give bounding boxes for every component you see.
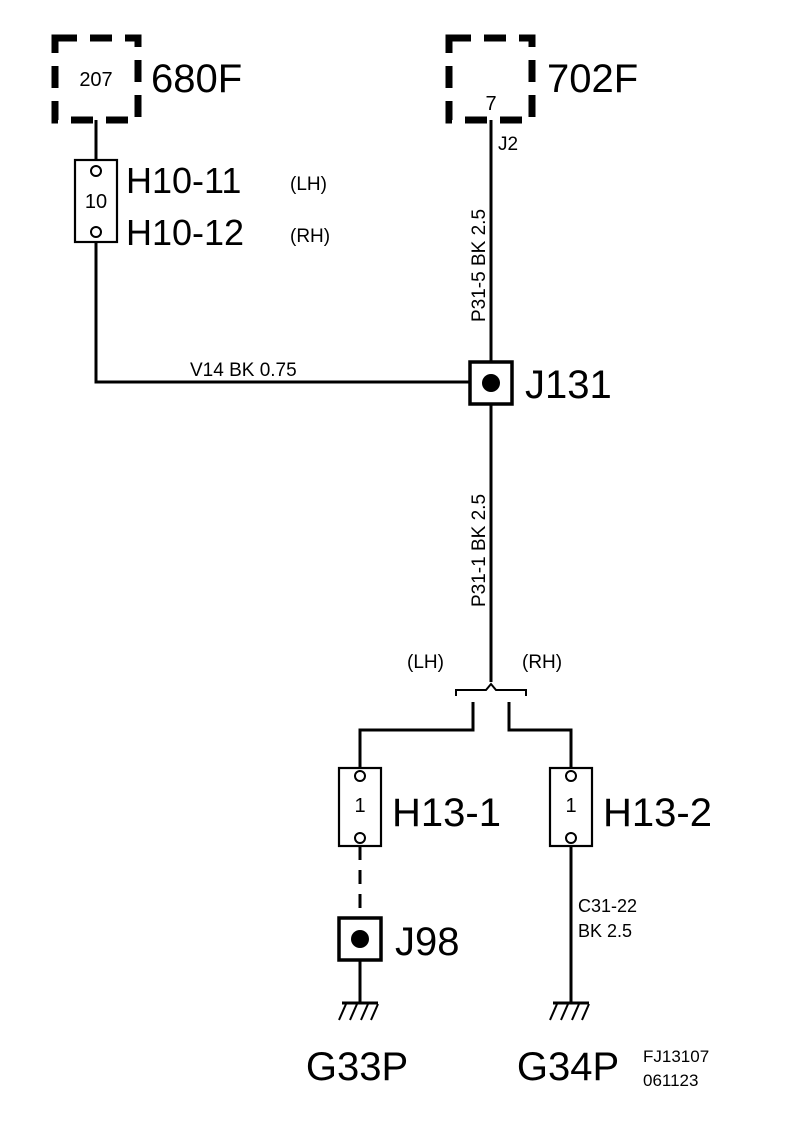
splice-j131-label: J131 xyxy=(525,363,612,407)
wire-p31-5-label: P31-5 BK 2.5 xyxy=(469,209,490,322)
fuse-h10-number: 10 xyxy=(85,191,107,213)
fuse-h10-label-top: H10-11 xyxy=(126,160,241,201)
fuse-h13-2[interactable]: 1 H13-2 xyxy=(548,766,712,848)
wire-v14-label: V14 BK 0.75 xyxy=(190,360,297,381)
fuse-h13-2-number: 1 xyxy=(565,795,576,817)
connector-702f-pin: 7 xyxy=(485,93,496,115)
fuse-h13-1-number: 1 xyxy=(354,795,365,817)
splice-j98-label: J98 xyxy=(395,920,460,964)
wire-branch-rh[interactable] xyxy=(507,702,573,768)
connector-702f-terminal: J2 xyxy=(498,134,518,155)
fuse-h10-side-bottom: (RH) xyxy=(290,226,330,247)
drawing-code-line2: 061123 xyxy=(643,1071,698,1090)
ground-g34p[interactable]: G34P xyxy=(517,1001,619,1089)
split-label-left: (LH) xyxy=(407,652,444,673)
ground-icon xyxy=(338,1001,379,1021)
splice-j131[interactable]: J131 xyxy=(468,360,612,407)
fuse-h10-side-top: (LH) xyxy=(290,174,327,195)
connector-680f-pin: 207 xyxy=(79,69,112,91)
wire-c31-22-label-line1: C31-22 xyxy=(578,896,637,916)
splice-j98[interactable]: J98 xyxy=(337,916,460,964)
wire-c31-22-label-line2: BK 2.5 xyxy=(578,921,632,941)
ground-g33p[interactable]: G33P xyxy=(306,1001,408,1089)
connector-702f[interactable]: 7 702F J2 xyxy=(445,34,638,155)
ground-g33p-label: G33P xyxy=(306,1045,408,1089)
ground-icon xyxy=(549,1001,590,1021)
fuse-h13-1-label: H13-1 xyxy=(392,791,501,835)
drawing-code-line1: FJ13107 xyxy=(643,1047,709,1066)
fuse-h10-label-bottom: H10-12 xyxy=(126,212,244,253)
connector-702f-label: 702F xyxy=(547,57,638,101)
split-label-right: (RH) xyxy=(522,652,562,673)
wire-branch-lh[interactable] xyxy=(358,702,475,768)
ground-g34p-label: G34P xyxy=(517,1045,619,1089)
fuse-h13-2-label: H13-2 xyxy=(603,791,712,835)
fuse-h10[interactable]: 10 H10-11 (LH) H10-12 (RH) xyxy=(73,158,330,253)
connector-680f[interactable]: 207 680F xyxy=(51,34,242,124)
wire-split-bracket: (LH) (RH) xyxy=(407,652,562,696)
wire-p31-1-label: P31-1 BK 2.5 xyxy=(469,494,490,607)
fuse-h13-1[interactable]: 1 H13-1 xyxy=(337,766,501,848)
wire-v14[interactable] xyxy=(94,242,470,384)
connector-680f-label: 680F xyxy=(151,57,242,101)
